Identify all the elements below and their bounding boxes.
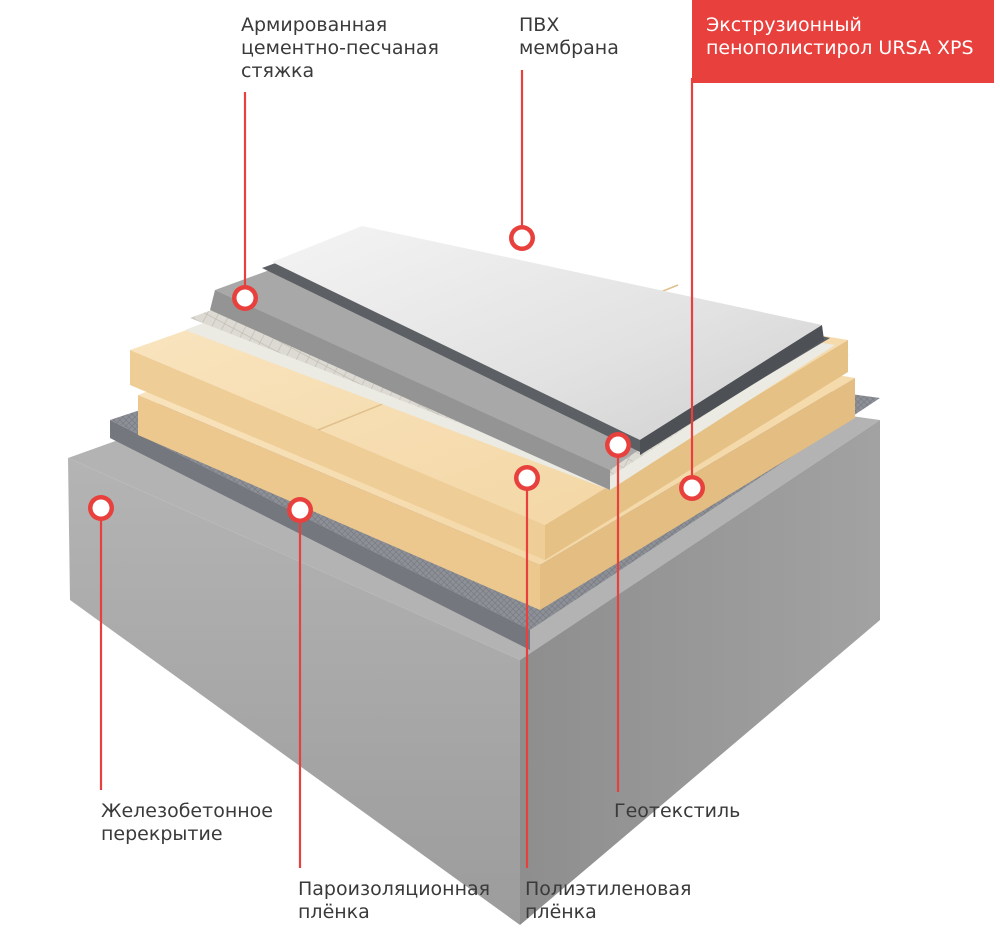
marker-geotextile bbox=[605, 432, 631, 458]
label-screed: Армированная цементно-песчаная стяжка bbox=[241, 14, 439, 82]
label-vapor: Пароизоляционная плёнка bbox=[298, 878, 491, 923]
markers bbox=[88, 225, 705, 523]
marker-polyethylene bbox=[514, 465, 540, 491]
label-polyethylene: Полиэтиленовая плёнка bbox=[525, 878, 692, 923]
label-pvc: ПВХ мембрана bbox=[519, 14, 619, 59]
label-slab: Железобетонное перекрытие bbox=[101, 800, 273, 845]
marker-pvc bbox=[509, 225, 535, 251]
slab-side bbox=[520, 420, 880, 925]
marker-xps bbox=[679, 475, 705, 501]
pvc-membrane bbox=[262, 226, 830, 455]
marker-vapor bbox=[287, 497, 313, 523]
marker-slab bbox=[88, 495, 114, 521]
leader-lines bbox=[99, 70, 694, 868]
label-xps: Экструзионный пенополистирол URSA XPS bbox=[692, 0, 994, 83]
slab-front bbox=[68, 458, 520, 925]
marker-screed bbox=[232, 285, 258, 311]
label-geotextile: Геотекстиль bbox=[614, 800, 741, 822]
